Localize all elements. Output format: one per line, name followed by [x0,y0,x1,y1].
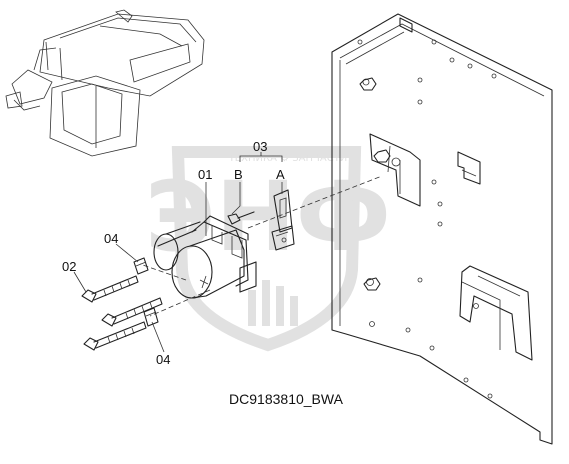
bolt-3 [83,321,147,351]
fasteners [81,257,163,351]
watermark-caption: ТЕХНИКА ⚙ ЗАПЧАСТИ [228,153,348,164]
leader-lines [73,152,283,353]
callout-labels: 03 01 B A 04 02 04 [62,139,285,367]
watermark-logo: ЭНФ ТЕХНИКА ⚙ ЗАПЧАСТИ [145,146,391,352]
watermark-logo-text: ЭНФ [145,161,391,273]
callout-b: B [234,167,243,182]
callout-01: 01 [198,167,212,182]
callout-02: 02 [62,259,76,274]
diagram-caption: DC9183810_BWA [229,391,344,407]
callout-03: 03 [253,139,267,154]
bolt-2 [101,297,163,327]
callout-a: A [276,167,285,182]
bolt-1 [81,275,139,303]
callout-04-upper: 04 [104,231,118,246]
callout-04-lower: 04 [156,352,170,367]
mounting-panel [331,13,553,445]
excavator-thumbnail [5,9,205,157]
switch-assembly [139,175,383,317]
